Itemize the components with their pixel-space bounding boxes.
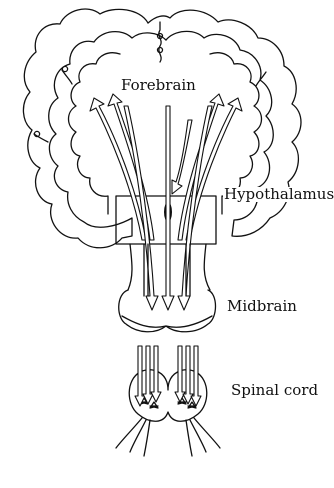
ascending-arrow	[178, 94, 224, 240]
hypothalamus-label: Hypothalamus	[223, 187, 334, 202]
longitudinal-fissure	[159, 22, 161, 62]
forebrain-label: Forebrain	[121, 78, 196, 93]
spinal-arrow	[191, 346, 201, 406]
sulcus-left	[62, 70, 72, 84]
sulcus-knot	[62, 66, 67, 71]
midbrain-label: Midbrain	[227, 299, 297, 314]
spinal-nerve-rootlets	[116, 418, 220, 456]
midbrain-base	[122, 316, 212, 327]
spinal-cord-label: Spinal cord	[231, 383, 318, 398]
spinal-arrow	[183, 346, 193, 404]
sulcus-left-lower	[34, 134, 48, 142]
spinal-arrow	[143, 346, 153, 404]
spinal-arrow	[151, 346, 161, 402]
fissure-knot	[158, 48, 163, 53]
descending-arrow	[162, 106, 174, 310]
spinal-arrows	[135, 346, 201, 406]
spinal-arrow	[135, 346, 145, 406]
